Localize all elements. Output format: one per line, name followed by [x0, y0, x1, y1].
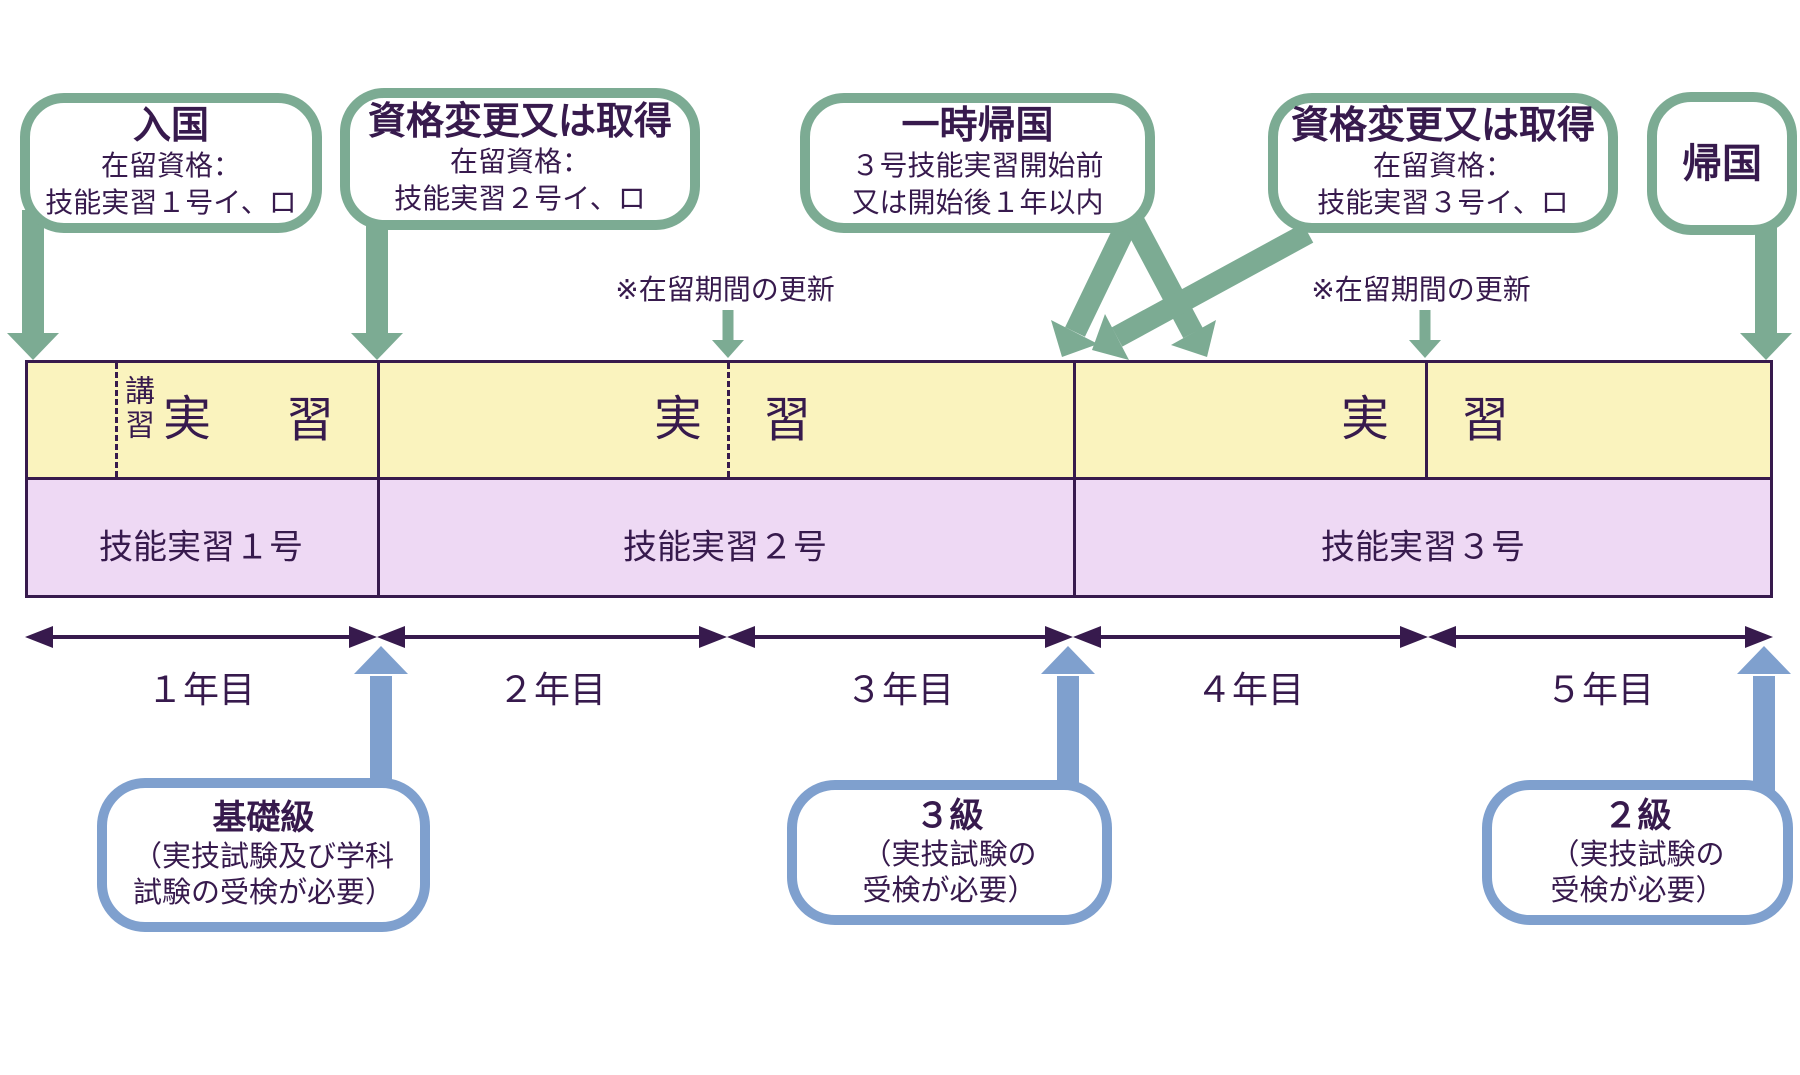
callout-qualification-change-2: 資格変更又は取得 在留資格： 技能実習２号イ、ロ [340, 88, 700, 230]
seg3-jitsu: 実 [1340, 393, 1390, 446]
exam-basic-title: 基礎級 [212, 799, 315, 838]
callout-qualification3-line1: 在留資格： [1372, 150, 1513, 182]
year-label-5: ５年目 [1545, 669, 1655, 710]
exam-grade3-title: ３級 [915, 796, 984, 835]
qualification2-down-arrow [351, 215, 403, 360]
callout-temporary-return-line1: ３号技能実習開始前 [851, 150, 1104, 182]
callout-temporary-return-line2: 又は開始後１年以内 [851, 186, 1104, 218]
segment2-3-divider [1073, 363, 1076, 595]
exam-grade2-title: ２級 [1603, 796, 1672, 835]
year-label-2: ２年目 [497, 669, 607, 710]
period-label-2: 技能実習２号 [623, 528, 827, 567]
grade3-exam-up-arrow [1041, 646, 1095, 800]
callout-entry-title: 入国 [132, 104, 209, 147]
callout-qualification-change-3: 資格変更又は取得 在留資格： 技能実習３号イ、ロ [1268, 93, 1618, 233]
year-label-3: ３年目 [845, 669, 955, 710]
callout-entry: 入国 在留資格： 技能実習１号イ、ロ [20, 93, 322, 233]
callout-return-home: 帰国 [1647, 92, 1797, 235]
callout-qualification2-line1: 在留資格： [449, 146, 590, 178]
exam-basic-line2: 試験の受検が必要） [132, 877, 394, 910]
kosyu-dashed-divider [115, 363, 118, 477]
qualification3-down-arrow [1092, 223, 1314, 360]
exam-basic-line1: （実技試験及び学科 [132, 841, 394, 874]
basic-exam-up-arrow [354, 646, 408, 800]
seg3-shu: 習 [1460, 394, 1510, 447]
seg1-shu: 習 [285, 394, 335, 447]
segment1-2-divider [377, 363, 380, 595]
renewal-note-left: ※在留期間の更新 [615, 274, 835, 305]
period-label-1: 技能実習１号 [99, 528, 303, 567]
exam-grade3-line2: 受検が必要） [862, 874, 1037, 907]
exam-grade2-line2: 受検が必要） [1550, 874, 1725, 907]
callout-qualification2-title: 資格変更又は取得 [367, 100, 672, 143]
exam-callout-grade3: ３級 （実技試験の 受検が必要） [787, 780, 1112, 925]
callout-entry-line2: 技能実習１号イ、ロ [45, 186, 297, 218]
callout-qualification3-title: 資格変更又は取得 [1290, 104, 1595, 147]
year-axis [25, 626, 1773, 648]
seg2-shu: 習 [762, 394, 812, 447]
callout-qualification3-line2: 技能実習３号イ、ロ [1317, 186, 1569, 218]
renewal-note-right: ※在留期間の更新 [1311, 274, 1531, 305]
training-bar: 講習 実 習 実 習 実 習 技能実習１号 技能実習２号 技能実習３号 [25, 360, 1773, 598]
return-home-down-arrow [1740, 215, 1792, 360]
callout-qualification2-line2: 技能実習２号イ、ロ [394, 182, 646, 214]
seg1-jitsu: 実 [162, 393, 212, 446]
training-top-band [28, 363, 1770, 480]
exam-callout-grade2: ２級 （実技試験の 受検が必要） [1482, 780, 1793, 925]
renewal-arrow-left [712, 310, 744, 358]
callout-entry-line1: 在留資格： [100, 150, 241, 182]
year-label-1: １年目 [146, 669, 256, 710]
temporary-return-arrow-right [1124, 216, 1216, 357]
year4-5-divider [1425, 363, 1428, 480]
grade2-exam-up-arrow [1737, 646, 1791, 800]
kosyu-label: 講習 [120, 375, 153, 443]
exam-grade2-line1: （実技試験の [1550, 838, 1725, 871]
exam-callout-basic: 基礎級 （実技試験及び学科 試験の受検が必要） [97, 778, 430, 932]
exam-grade3-line1: （実技試験の [862, 838, 1037, 871]
period-label-3: 技能実習３号 [1321, 528, 1525, 567]
year2-3-dashed-divider [727, 363, 730, 477]
temporary-return-arrow-left [1051, 217, 1138, 357]
callout-temporary-return: 一時帰国 ３号技能実習開始前 又は開始後１年以内 [800, 93, 1155, 233]
seg2-jitsu: 実 [653, 393, 703, 446]
renewal-arrow-right [1409, 310, 1441, 358]
callout-return-home-title: 帰国 [1682, 141, 1762, 186]
callout-temporary-return-title: 一時帰国 [901, 104, 1054, 147]
year-label-4: ４年目 [1195, 669, 1305, 710]
entry-down-arrow [7, 210, 59, 360]
